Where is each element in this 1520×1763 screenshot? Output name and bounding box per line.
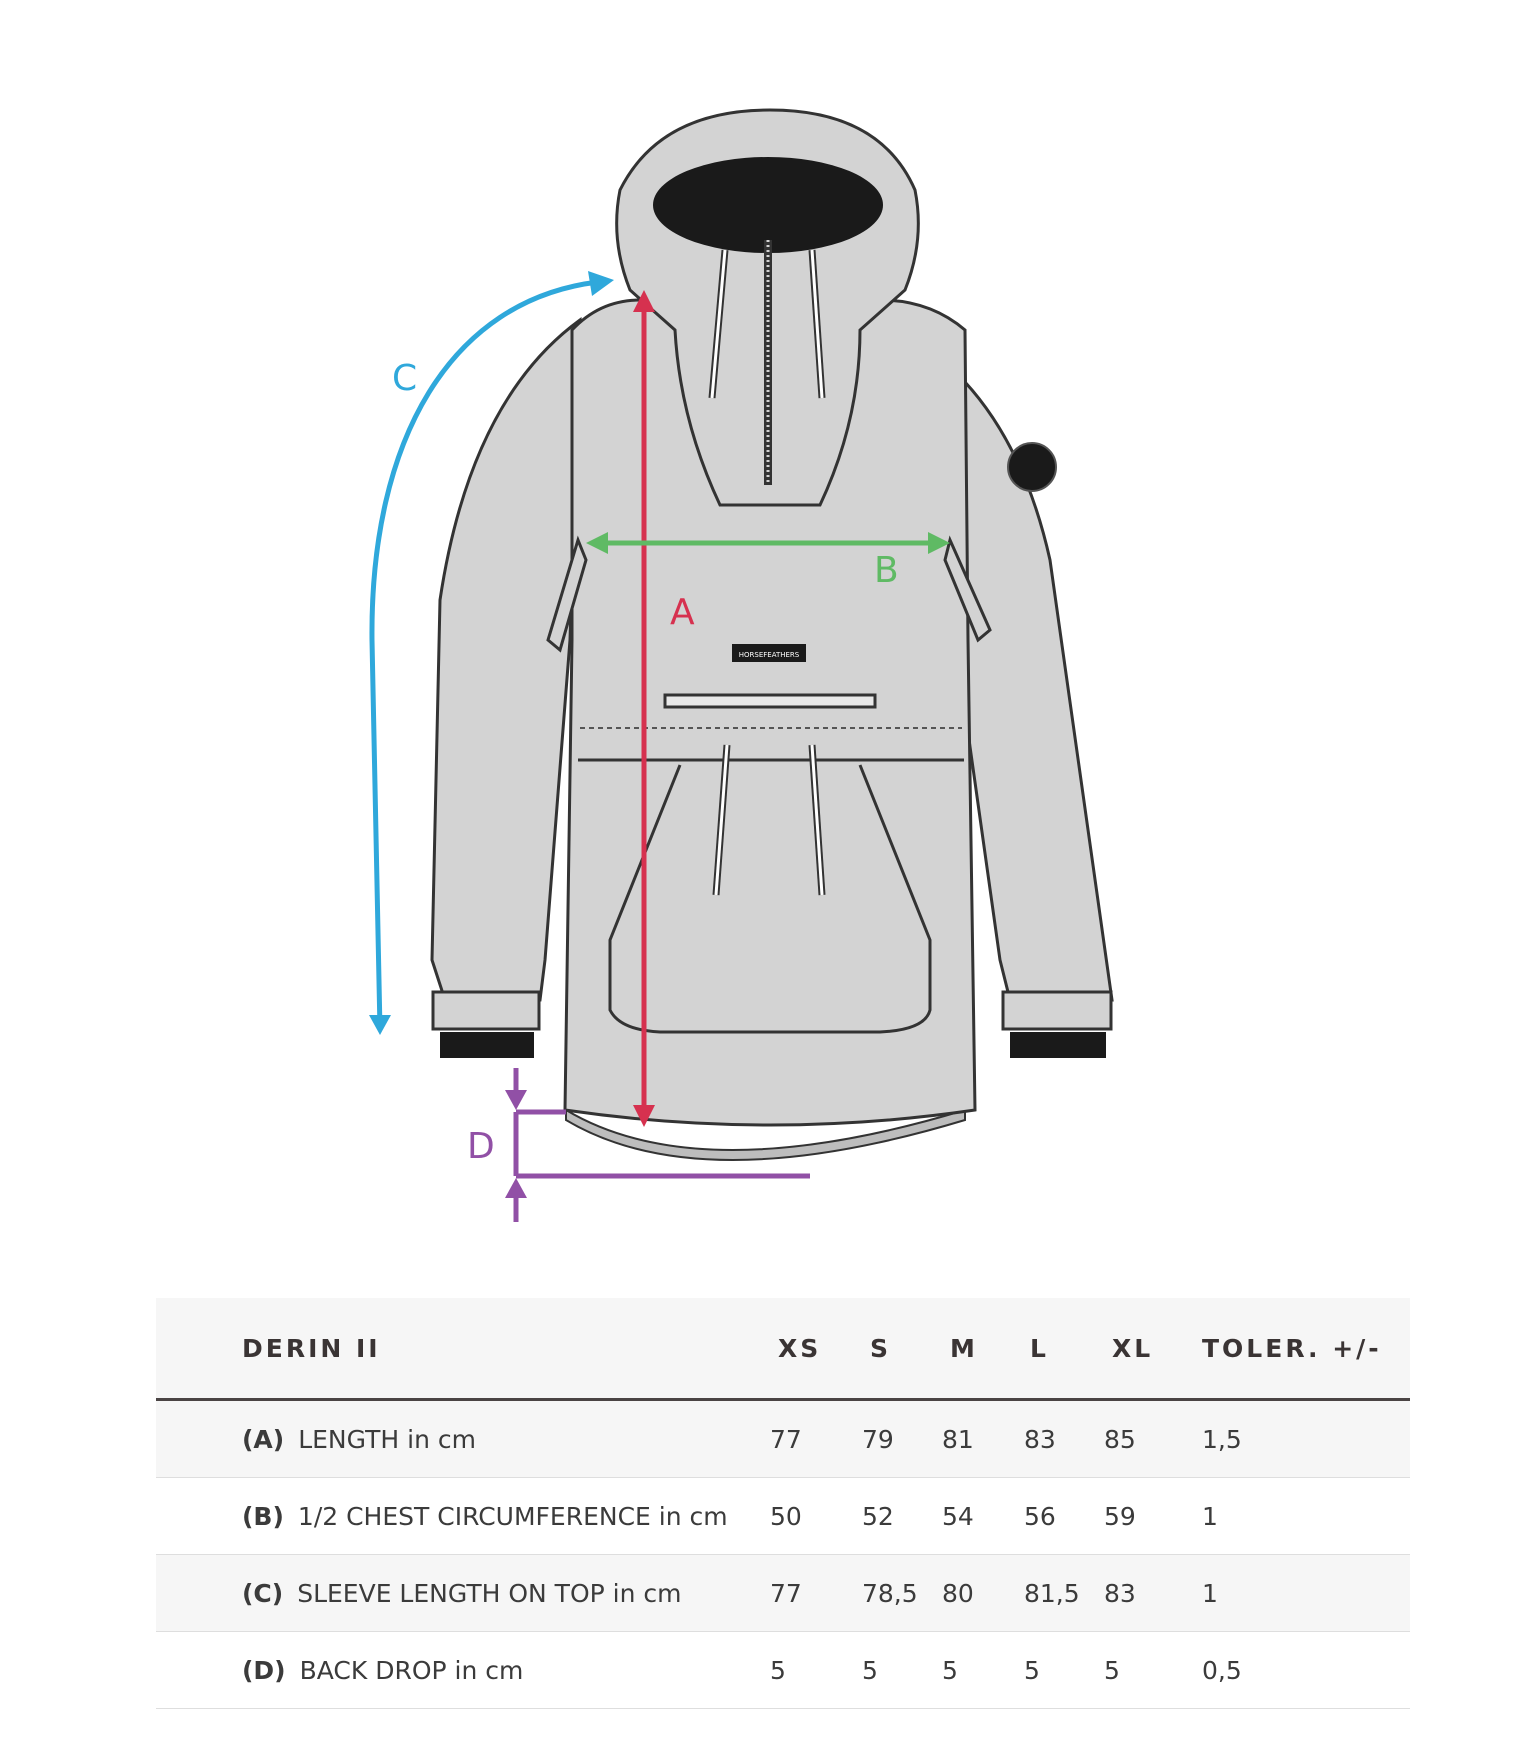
product-name: DERIN II — [242, 1333, 381, 1363]
size-chart-body: (A) LENGTH in cm 77 79 81 83 85 1,5 (B) 1/… — [156, 1401, 1410, 1709]
measurement-name: (B) 1/2 CHEST CIRCUMFERENCE in cm — [242, 1478, 728, 1554]
value-m: 81 — [942, 1424, 974, 1454]
value-l: 81,5 — [1024, 1578, 1080, 1608]
dimension-label-a: A — [670, 592, 695, 633]
value-xs: 77 — [770, 1578, 802, 1608]
value-tolerance: 0,5 — [1202, 1655, 1242, 1685]
size-chart-table: DERIN II XS S M L XL TOLER. +/- (A) LENGT… — [156, 1298, 1410, 1709]
measurement-code: (C) — [242, 1578, 284, 1608]
svg-text:HORSEFEATHERS: HORSEFEATHERS — [739, 651, 800, 659]
size-header-xs: XS — [778, 1333, 822, 1363]
table-row: (D) BACK DROP in cm 5 5 5 5 5 0,5 — [156, 1632, 1410, 1709]
measurement-label: LENGTH in cm — [298, 1424, 476, 1454]
size-chart-header: DERIN II XS S M L XL TOLER. +/- — [156, 1298, 1410, 1401]
size-header-xl: XL — [1112, 1333, 1154, 1363]
dimension-label-c: C — [392, 358, 418, 399]
value-tolerance: 1,5 — [1202, 1424, 1242, 1454]
value-m: 80 — [942, 1578, 974, 1608]
table-row: (B) 1/2 CHEST CIRCUMFERENCE in cm 50 52 5… — [156, 1478, 1410, 1555]
value-xl: 5 — [1104, 1655, 1120, 1685]
value-xs: 5 — [770, 1655, 786, 1685]
value-s: 78,5 — [862, 1578, 918, 1608]
size-header-m: M — [950, 1333, 978, 1363]
value-xs: 77 — [770, 1424, 802, 1454]
value-xl: 83 — [1104, 1578, 1136, 1608]
measurement-name: (A) LENGTH in cm — [242, 1401, 476, 1477]
dimension-label-d: D — [467, 1126, 495, 1167]
measurement-name: (C) SLEEVE LENGTH ON TOP in cm — [242, 1555, 682, 1631]
value-m: 54 — [942, 1501, 974, 1531]
table-row: (C) SLEEVE LENGTH ON TOP in cm 77 78,5 80… — [156, 1555, 1410, 1632]
value-tolerance: 1 — [1202, 1501, 1218, 1531]
value-xl: 85 — [1104, 1424, 1136, 1454]
measurement-name: (D) BACK DROP in cm — [242, 1632, 523, 1708]
tolerance-header: TOLER. +/- — [1202, 1333, 1382, 1363]
value-xl: 59 — [1104, 1501, 1136, 1531]
dimension-label-b: B — [874, 550, 899, 591]
value-tolerance: 1 — [1202, 1578, 1218, 1608]
value-l: 56 — [1024, 1501, 1056, 1531]
measurement-label: 1/2 CHEST CIRCUMFERENCE in cm — [297, 1501, 728, 1531]
measurement-code: (D) — [242, 1655, 286, 1685]
value-l: 83 — [1024, 1424, 1056, 1454]
value-l: 5 — [1024, 1655, 1040, 1685]
measurement-code: (A) — [242, 1424, 285, 1454]
value-m: 5 — [942, 1655, 958, 1685]
value-xs: 50 — [770, 1501, 802, 1531]
measurement-label: BACK DROP in cm — [299, 1655, 524, 1685]
jacket-illustration: HORSEFEATHERS — [369, 108, 1114, 1222]
measurement-code: (B) — [242, 1501, 284, 1531]
jacket-size-diagram: HORSEFEATHERS — [369, 108, 1114, 1222]
table-row: (A) LENGTH in cm 77 79 81 83 85 1,5 — [156, 1401, 1410, 1478]
value-s: 5 — [862, 1655, 878, 1685]
value-s: 79 — [862, 1424, 894, 1454]
size-header-s: S — [870, 1333, 892, 1363]
size-header-l: L — [1030, 1333, 1049, 1363]
measurement-label: SLEEVE LENGTH ON TOP in cm — [297, 1578, 682, 1608]
value-s: 52 — [862, 1501, 894, 1531]
